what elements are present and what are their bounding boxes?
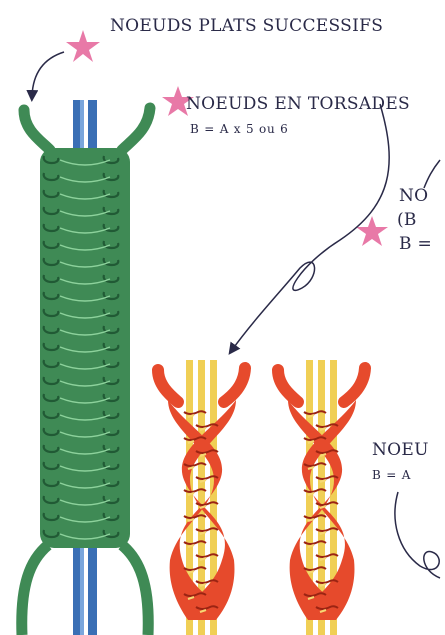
twisted-knots-formula: B = A x 5 ou 6 — [190, 122, 289, 136]
partial-label-2: NOEU — [372, 440, 429, 460]
twisted-knots-label: NOEUDS EN TORSADES — [186, 94, 410, 114]
twisted-knot-cord-1 — [158, 360, 245, 635]
star-icon — [356, 216, 388, 246]
twisted-knot-cord-2 — [278, 360, 365, 635]
arrow-icon — [395, 492, 440, 578]
partial-label-1-line-2: (B — [397, 210, 417, 230]
partial-label-2-line-2: B = A — [372, 468, 411, 482]
partial-label-1: NO — [399, 186, 428, 206]
flat-knot-cord — [22, 100, 150, 635]
arrow-icon — [424, 160, 440, 188]
arrow-icon — [32, 52, 64, 96]
star-icon — [66, 30, 100, 62]
flat-knots-label: NOEUDS PLATS SUCCESSIFS — [110, 16, 383, 36]
partial-label-1-line-3: B = — [399, 234, 432, 254]
